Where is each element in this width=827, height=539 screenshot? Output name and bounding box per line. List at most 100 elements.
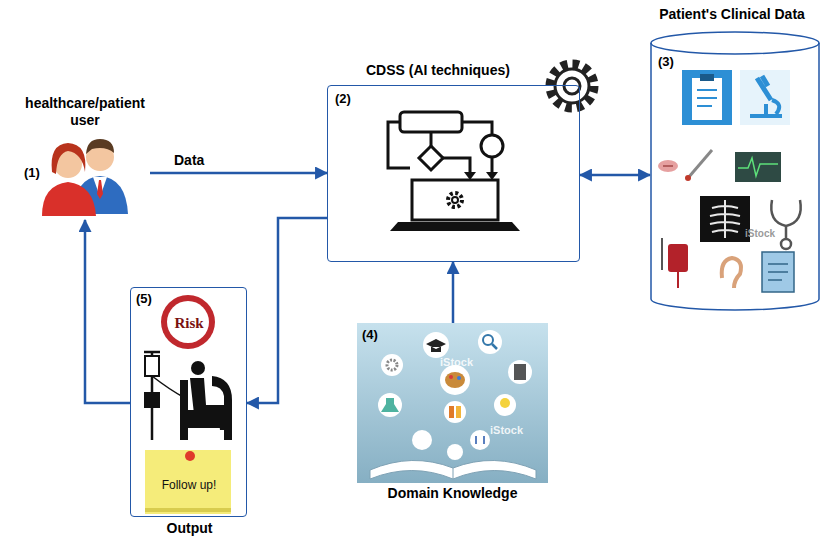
domain-knowledge-picture-part bbox=[426, 339, 446, 352]
domain-knowledge-picture-part bbox=[370, 460, 536, 479]
clinical-icons-part bbox=[663, 165, 673, 167]
cylinder-body bbox=[651, 32, 819, 310]
domain-knowledge-picture-part bbox=[440, 365, 470, 395]
clinical-icons-part bbox=[722, 258, 741, 288]
clinical-icons-part bbox=[762, 252, 794, 292]
note-text: Follow up! bbox=[146, 478, 232, 492]
domain-knowledge-picture-part bbox=[457, 376, 461, 380]
domain-knowledge-picture-part bbox=[423, 332, 449, 358]
box-caption: Domain Knowledge bbox=[347, 485, 558, 502]
domain-knowledge-picture-part bbox=[447, 444, 463, 460]
domain-knowledge-picture-part bbox=[381, 398, 399, 412]
patient-infusion-icon-part bbox=[212, 376, 232, 410]
clinical-icons-part bbox=[697, 90, 717, 106]
domain-knowledge-picture bbox=[357, 323, 548, 483]
domain-knowledge-picture-part bbox=[387, 360, 397, 370]
flowchart-arrowheads-part bbox=[464, 172, 476, 180]
gear-icon-part bbox=[555, 69, 589, 103]
user-icon-part bbox=[42, 182, 96, 216]
output-box: (5)RiskFollow up!Output bbox=[130, 287, 247, 517]
database-title: Patient's Clinical Data bbox=[642, 6, 822, 23]
domain-knowledge-picture-part bbox=[508, 360, 532, 384]
callout-number: (4) bbox=[362, 327, 388, 343]
cylinder-rim bbox=[651, 43, 819, 54]
connector-arrow bbox=[580, 174, 650, 177]
clinical-icons-part bbox=[710, 200, 740, 238]
database-cylinder: Patient's Clinical Data(3) bbox=[650, 32, 820, 310]
domain-knowledge-picture-part bbox=[453, 468, 454, 479]
watermark: iStock bbox=[440, 356, 473, 369]
connector-arrow bbox=[247, 218, 327, 403]
flowchart-laptop-icon-part bbox=[462, 122, 492, 135]
flowchart-laptop-icon-part bbox=[388, 122, 410, 168]
domain-knowledge-picture-part bbox=[470, 430, 490, 450]
cylinder-outline bbox=[650, 32, 820, 310]
patient-infusion-icon-part bbox=[144, 392, 160, 408]
follow-up-note-part bbox=[185, 451, 195, 461]
domain-knowledge-picture-part bbox=[444, 401, 466, 423]
flowchart-laptop-icon bbox=[388, 112, 503, 220]
watermark: iStock bbox=[745, 228, 775, 240]
clinical-icons-part bbox=[757, 76, 771, 100]
clinical-icons-part bbox=[740, 70, 790, 125]
flowchart-laptop-icon-part bbox=[481, 135, 503, 157]
clinical-icons-part bbox=[750, 100, 782, 116]
edge-label: Data bbox=[172, 152, 206, 169]
clinical-icons-part bbox=[688, 150, 712, 178]
domain-knowledge-picture-part bbox=[476, 436, 484, 444]
connector-arrow bbox=[150, 172, 327, 175]
clinical-icons-part bbox=[771, 200, 800, 240]
domain-knowledge-picture-part bbox=[492, 344, 497, 349]
flowchart-laptop-icon-part bbox=[443, 158, 470, 172]
domain-knowledge-picture-part bbox=[445, 372, 465, 388]
user-label: healthcare/patient user bbox=[20, 95, 150, 129]
cdss-box: CDSS (AI techniques)(2) bbox=[327, 85, 580, 262]
box-title: CDSS (AI techniques) bbox=[366, 62, 546, 79]
user-icon-part bbox=[52, 143, 86, 174]
follow-up-note-part bbox=[145, 450, 231, 514]
patient-infusion-icon bbox=[144, 352, 232, 440]
clinical-icons-part bbox=[735, 152, 781, 182]
flowchart-arrowheads-part bbox=[390, 222, 520, 231]
gear-icon-part bbox=[550, 64, 594, 108]
domain-knowledge-picture-part bbox=[483, 335, 493, 345]
box-caption: Output bbox=[121, 520, 258, 537]
domain-knowledge-picture-part bbox=[449, 406, 454, 418]
watermark: iStock bbox=[490, 424, 523, 437]
clinical-icons-part bbox=[682, 70, 732, 125]
patient-infusion-icon-part bbox=[191, 361, 205, 375]
flowchart-laptop-icon-part bbox=[491, 157, 494, 172]
clinical-icons-part bbox=[658, 160, 678, 172]
domain-knowledge-picture-part bbox=[500, 398, 510, 408]
domain-knowledge-picture-part bbox=[456, 406, 461, 418]
flowchart-laptop-icon-part bbox=[452, 197, 458, 203]
flowchart-arrowheads bbox=[390, 172, 520, 231]
clinical-icons-part bbox=[738, 158, 778, 176]
domain-knowledge-picture-part bbox=[449, 375, 453, 379]
follow-up-note-part bbox=[145, 508, 231, 512]
callout-number: (5) bbox=[136, 291, 162, 307]
gear-icon bbox=[550, 64, 594, 108]
callout-number: (1) bbox=[24, 165, 48, 181]
flowchart-arrowheads-part bbox=[486, 172, 498, 180]
domain-knowledge-picture-part bbox=[494, 394, 516, 416]
callout-number: (3) bbox=[658, 54, 684, 70]
user-figure: healthcare/patient user (1) bbox=[20, 95, 150, 220]
clinical-icons-part bbox=[692, 78, 722, 120]
domain-knowledge-picture-part bbox=[478, 330, 502, 354]
clinical-icons-part bbox=[677, 272, 679, 288]
gear-icon-part bbox=[564, 78, 580, 94]
clinical-icons-part bbox=[768, 264, 788, 280]
clinical-icons-part bbox=[668, 244, 688, 272]
patient-infusion-icon-part bbox=[145, 356, 159, 376]
connector-arrow bbox=[452, 262, 455, 323]
flowchart-laptop-icon-part bbox=[448, 193, 462, 207]
user-icon-part bbox=[97, 180, 103, 199]
clinical-icons-part bbox=[781, 239, 791, 249]
clinical-icons-part bbox=[685, 175, 691, 181]
